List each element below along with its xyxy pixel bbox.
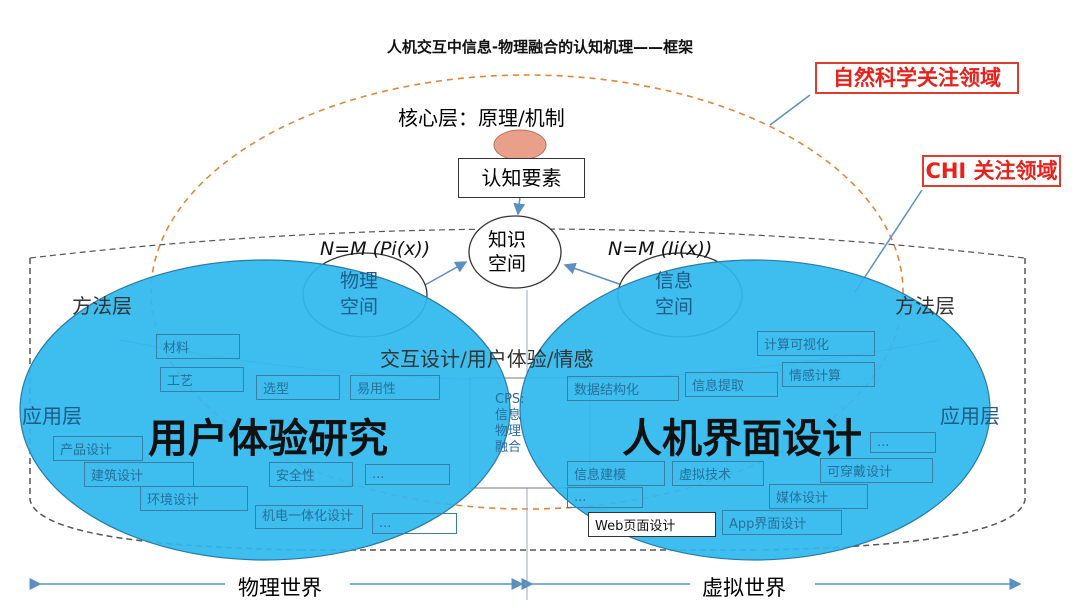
information-space-label: 信息空间	[655, 268, 693, 320]
knowledge-line-1: 知识	[488, 229, 527, 251]
box-materials: 材料	[156, 334, 240, 359]
box-web: Web页面设计	[588, 512, 716, 537]
box-product-design: 产品设计	[53, 436, 143, 461]
application-layer-right: 应用层	[940, 404, 1000, 428]
cps-line: CPS:	[495, 392, 525, 407]
box-structuring: 数据结构化	[567, 376, 679, 401]
cps-label: CPS:信息物理融合	[495, 392, 525, 456]
core-layer-label: 核心层：原理/机制	[398, 106, 565, 130]
box-environment: 环境设计	[140, 486, 248, 511]
box-safety: 安全性	[269, 462, 353, 487]
knowledge-line-2: 空间	[488, 253, 527, 275]
application-layer-left: 应用层	[22, 404, 82, 428]
box-usability: 易用性	[350, 375, 440, 400]
diagram-title: 人机交互中信息-物理融合的认知机理——框架	[386, 38, 694, 56]
box-selection: 选型	[256, 375, 340, 400]
box-modeling: 信息建模	[567, 461, 665, 486]
box-mechatronics: 机电一体化设计	[255, 505, 363, 529]
box-architecture: 建筑设计	[84, 462, 194, 487]
ux-research-label: 用户体验研究	[148, 416, 388, 462]
cps-line: 融合	[495, 440, 522, 455]
physical-world-label: 物理世界	[238, 576, 322, 600]
hci-design-label: 人机界面设计	[622, 416, 862, 462]
box-more-1: ...	[365, 464, 450, 485]
ux-research-ellipse	[19, 259, 511, 561]
chi-callout: CHI 关注领域	[922, 155, 1061, 187]
method-layer-left: 方法层	[72, 294, 132, 318]
box-wearable: 可穿戴设计	[820, 458, 933, 483]
left-cylinder-outline	[29, 258, 301, 551]
cps-line: 信息	[495, 408, 522, 423]
formula-information: N=M (Ii(x))	[608, 238, 713, 260]
natural-science-callout: 自然科学关注领域	[815, 62, 1019, 94]
physical-line-2: 空间	[340, 296, 379, 318]
box-media: 媒体设计	[769, 484, 868, 509]
box-more-4: ...	[870, 432, 936, 453]
box-visualization: 计算可视化	[757, 331, 875, 356]
cps-line: 物理	[495, 424, 522, 439]
knowledge-space-circle	[468, 215, 562, 289]
box-virtual: 虚拟技术	[672, 461, 764, 486]
knowledge-space-label: 知识空间	[488, 228, 526, 276]
box-affective: 情感计算	[782, 362, 875, 387]
interaction-design-label: 交互设计/用户体验/情感	[380, 347, 594, 371]
box-more-2: ...	[372, 513, 457, 534]
virtual-world-label: 虚拟世界	[702, 576, 786, 600]
box-extraction: 信息提取	[685, 372, 778, 397]
formula-physical: N=M (Pi(x))	[320, 238, 431, 260]
box-craft: 工艺	[160, 367, 244, 392]
info-line-2: 空间	[655, 296, 694, 318]
physical-space-label: 物理空间	[340, 268, 378, 320]
method-layer-right: 方法层	[895, 294, 955, 318]
box-more-3: ...	[567, 487, 643, 508]
box-app: App界面设计	[722, 510, 842, 535]
physical-line-1: 物理	[340, 270, 379, 292]
info-line-1: 信息	[655, 270, 694, 292]
cognitive-elements-box: 认知要素	[458, 158, 585, 198]
